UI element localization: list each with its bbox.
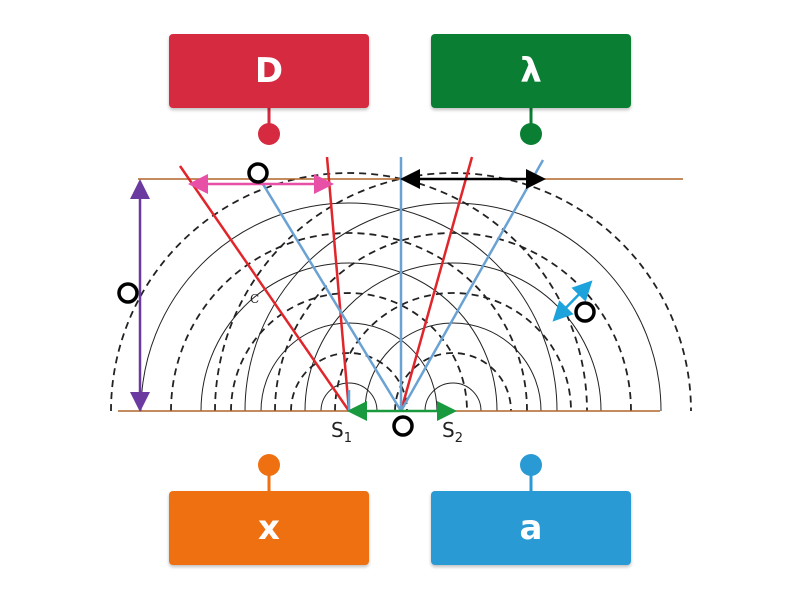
blue-ray xyxy=(399,159,545,412)
red-ray xyxy=(325,156,351,412)
wavefront-arc-s1 xyxy=(110,172,588,412)
tile-d-pin xyxy=(258,108,280,145)
wavefront-arc-s1 xyxy=(290,352,408,412)
wavefront-arc-s2 xyxy=(304,262,602,412)
tile-a[interactable]: a xyxy=(431,491,631,565)
tile-a-pin xyxy=(520,454,542,492)
drop-target-cyan[interactable] xyxy=(574,301,596,323)
tile-lambda-pin xyxy=(520,108,542,145)
wavefront-arc-s1 xyxy=(230,292,468,412)
wavefront-arc-s1 xyxy=(140,202,558,412)
blue-rays xyxy=(250,157,545,412)
red-ray xyxy=(178,165,351,412)
source-1-subscript: 1 xyxy=(343,431,352,446)
source-2-label: S2 xyxy=(442,418,463,446)
tile-x[interactable]: x xyxy=(169,491,369,565)
tile-x-pin xyxy=(258,454,280,492)
tile-lambda[interactable]: λ xyxy=(431,34,631,108)
blue-ray xyxy=(250,165,403,412)
wavefront-arc-s2 xyxy=(274,232,632,412)
source-1-letter: S xyxy=(331,418,344,442)
wavefront-arc-s2 xyxy=(334,292,572,412)
wavefront-arc-s2 xyxy=(424,382,482,412)
drop-target-pink[interactable] xyxy=(247,162,269,184)
red-ray xyxy=(399,156,474,412)
red-rays xyxy=(178,156,474,412)
drop-target-purple[interactable] xyxy=(117,282,139,304)
tile-d[interactable]: D xyxy=(169,34,369,108)
source-2-subscript: 2 xyxy=(454,431,463,446)
source-1-label: S1 xyxy=(331,418,352,446)
drop-target-green[interactable] xyxy=(392,415,414,437)
wavefront-arc-s2 xyxy=(214,172,692,412)
tile-d-label: D xyxy=(254,51,284,91)
wavefront-arc-s1 xyxy=(260,322,438,412)
tile-a-label: a xyxy=(519,508,543,548)
wavefront-arc-s1 xyxy=(200,262,498,412)
wavefront-arc-s1 xyxy=(320,382,378,412)
cyan-double-arrow xyxy=(552,280,593,322)
wavefront-arc-s2 xyxy=(394,352,512,412)
wavefront-arc-s1 xyxy=(170,232,528,412)
source-2-letter: S xyxy=(442,418,455,442)
point-c-label: C xyxy=(250,292,260,306)
wavefront-arc-s2 xyxy=(244,202,662,412)
wavefront-arc-s2 xyxy=(364,322,542,412)
tile-lambda-label: λ xyxy=(520,51,542,91)
tile-x-label: x xyxy=(258,508,280,548)
